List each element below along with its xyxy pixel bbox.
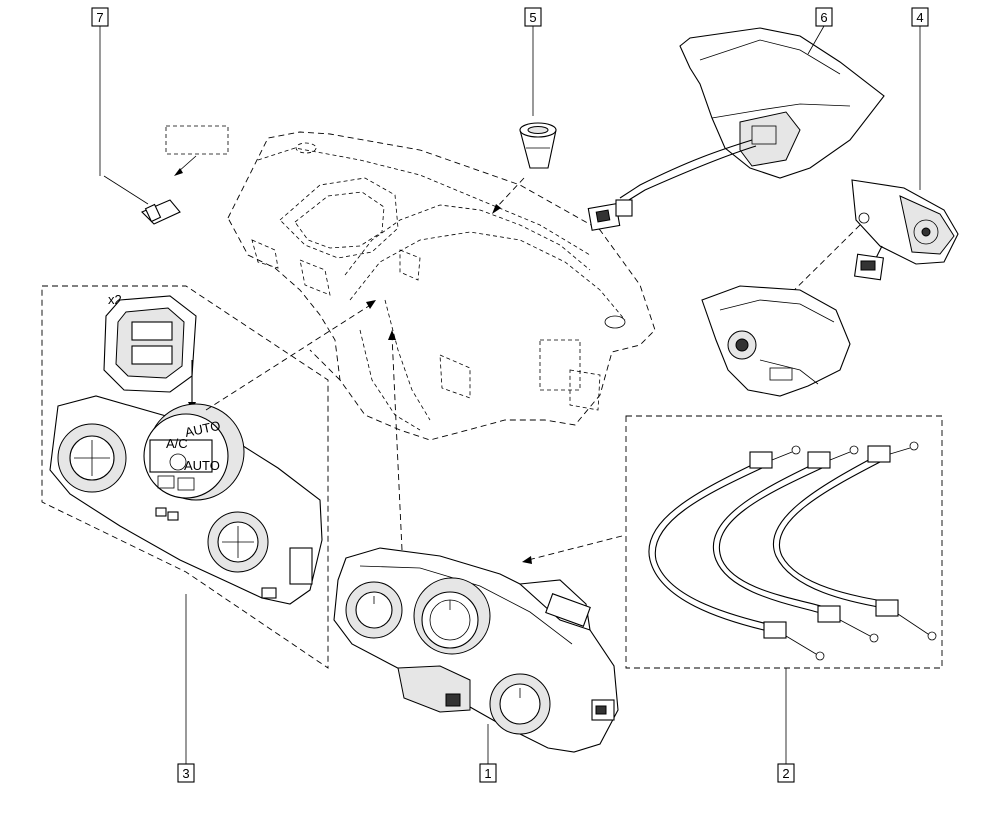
part-3-group: x2 AUTO A/C AUTO — [41, 285, 329, 764]
cover-part-6 — [587, 25, 885, 231]
heater-control-unit-part-1 — [333, 547, 619, 764]
bulb-part-7 — [103, 125, 229, 225]
ac-button-label: A/C — [166, 436, 188, 451]
part-2-cable-group — [625, 415, 943, 764]
svg-text:5: 5 — [529, 10, 536, 25]
leader-arrows — [205, 300, 623, 564]
shroud-lower — [701, 285, 851, 397]
svg-text:1: 1 — [484, 766, 491, 781]
callout-3: 3 — [177, 763, 195, 783]
svg-text:7: 7 — [96, 10, 103, 25]
callout-7: 7 — [91, 7, 109, 176]
bezel-ring — [103, 295, 197, 410]
svg-text:2: 2 — [782, 766, 789, 781]
auto-button-label: AUTO — [184, 458, 220, 473]
switch-part-4 — [763, 26, 959, 321]
socket-part-5 — [492, 26, 557, 214]
svg-text:4: 4 — [916, 10, 923, 25]
callout-6: 6 — [815, 7, 833, 27]
callout-5: 5 — [524, 7, 542, 27]
dashboard-outline — [227, 131, 656, 441]
callout-1: 1 — [479, 763, 497, 783]
callout-2: 2 — [777, 763, 795, 783]
callout-4: 4 — [911, 7, 929, 27]
auto-knob-label: AUTO — [184, 418, 222, 440]
control-faceplate: AUTO A/C AUTO — [49, 395, 323, 605]
svg-text:6: 6 — [820, 10, 827, 25]
svg-text:3: 3 — [182, 766, 189, 781]
